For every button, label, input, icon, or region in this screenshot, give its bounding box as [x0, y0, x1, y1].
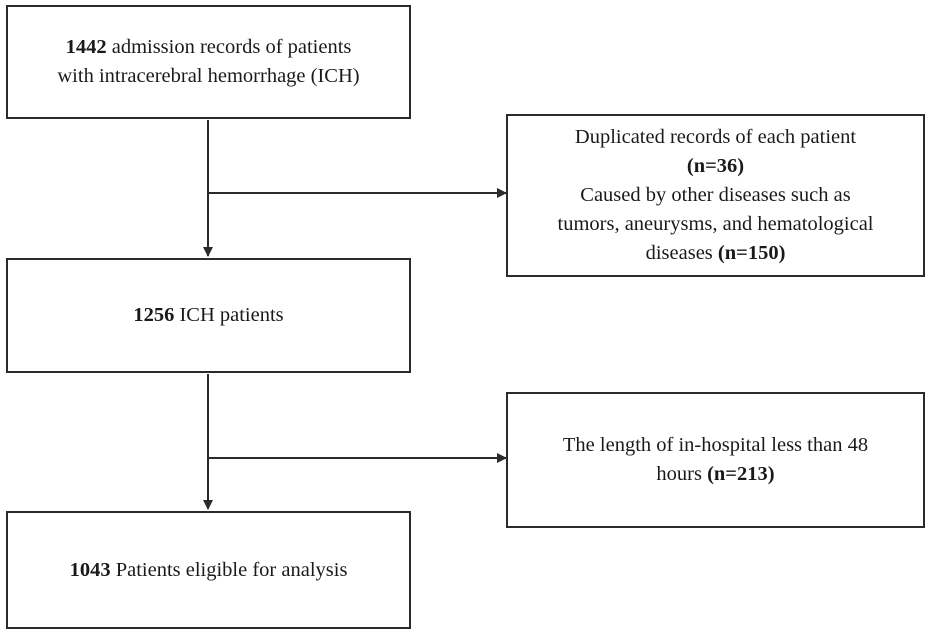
final-count: 1043	[69, 558, 111, 581]
middle-label: ICH patients	[174, 304, 284, 326]
initial-label-line2: with intracerebral hemorrhage (ICH)	[57, 65, 360, 87]
exclusion2-box: The length of in-hospital less than 48 h…	[506, 392, 925, 528]
initial-records-box: 1442 admission records of patients with …	[6, 5, 411, 119]
exclusion2-count: (n=213)	[707, 463, 775, 485]
ich-patients-box: 1256 ICH patients	[6, 258, 411, 373]
exclusion1-reason2-line2: tumors, aneurysms, and hematological	[557, 213, 874, 235]
exclusion1-count1: (n=36)	[686, 155, 745, 177]
eligible-patients-box: 1043 Patients eligible for analysis	[6, 511, 411, 629]
exclusion1-reason1: Duplicated records of each patient	[574, 126, 857, 148]
exclusion2-reason-line2: hours	[656, 463, 708, 485]
initial-label: admission records of patients	[106, 36, 352, 58]
exclusion2-reason-line1: The length of in-hospital less than 48	[562, 434, 869, 456]
exclusion1-count2: (n=150)	[717, 242, 786, 264]
exclusion1-box: Duplicated records of each patient (n=36…	[506, 114, 925, 277]
exclusion1-reason2-line1: Caused by other diseases such as	[580, 184, 851, 206]
middle-count: 1256	[133, 304, 175, 326]
initial-count: 1442	[65, 36, 107, 58]
exclusion1-reason2-line3: diseases	[645, 242, 718, 264]
final-label: Patients eligible for analysis	[110, 558, 348, 581]
